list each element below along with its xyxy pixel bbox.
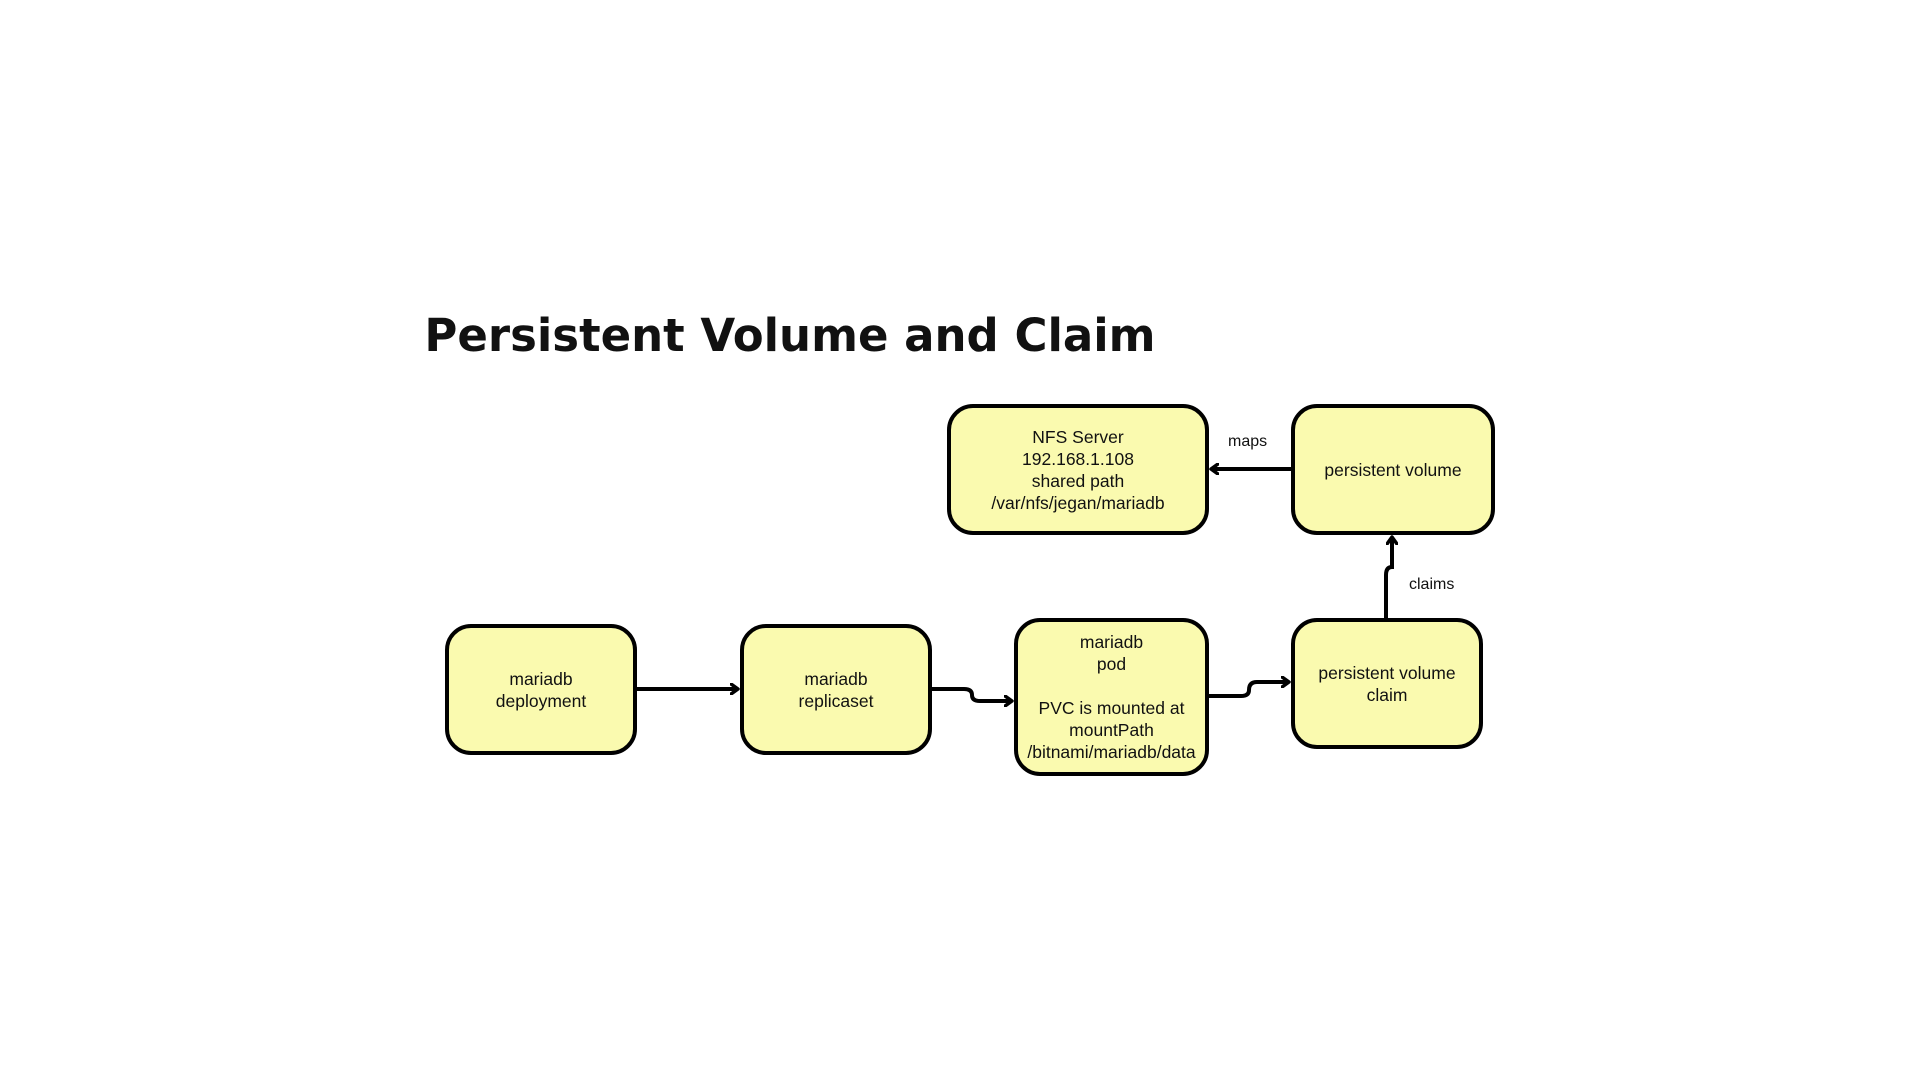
edge-label-maps: maps [1228, 433, 1268, 450]
node-persistent-volume-claim[interactable]: persistent volume claim [1291, 618, 1483, 749]
edge-pvc-to-pv [1384, 537, 1392, 618]
node-mariadb-pod-label: mariadb pod PVC is mounted at mountPath … [1027, 632, 1196, 762]
node-nfs-server[interactable]: NFS Server 192.168.1.108 shared path /va… [947, 404, 1209, 535]
node-persistent-volume-claim-label: persistent volume claim [1318, 662, 1456, 705]
node-mariadb-deployment[interactable]: mariadb deployment [445, 624, 637, 755]
edge-replicaset-to-pod [932, 687, 1012, 701]
edge-label-claims: claims [1409, 576, 1455, 593]
node-mariadb-replicaset-label: mariadb replicaset [798, 668, 874, 711]
node-mariadb-pod[interactable]: mariadb pod PVC is mounted at mountPath … [1014, 618, 1209, 776]
diagram-title: Persistent Volume and Claim [424, 309, 1156, 362]
edge-pod-to-pvc [1209, 682, 1289, 698]
node-persistent-volume-label: persistent volume [1324, 459, 1462, 480]
node-persistent-volume[interactable]: persistent volume [1291, 404, 1495, 535]
node-mariadb-deployment-label: mariadb deployment [495, 668, 587, 711]
node-nfs-server-label: NFS Server 192.168.1.108 shared path /va… [991, 426, 1165, 513]
node-mariadb-replicaset[interactable]: mariadb replicaset [740, 624, 932, 755]
